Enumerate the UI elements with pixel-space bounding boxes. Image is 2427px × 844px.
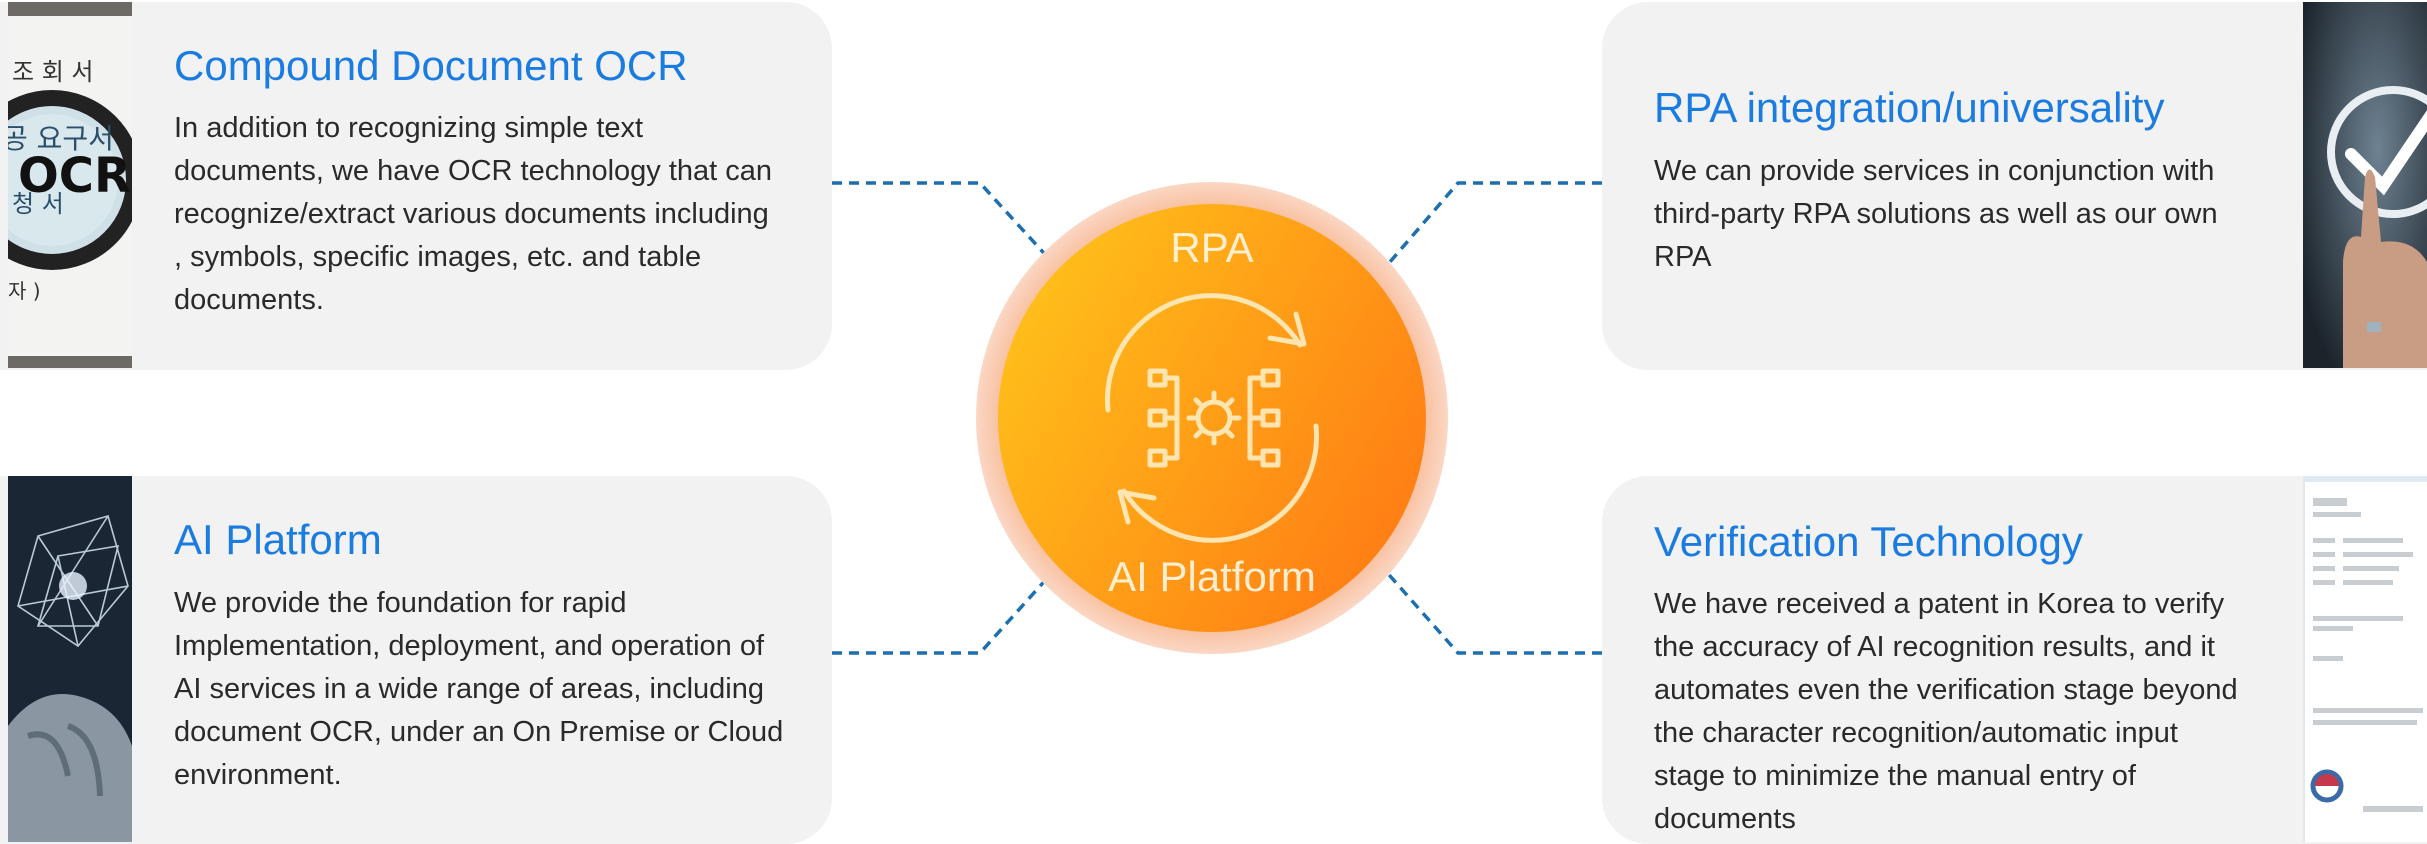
thumb-text-3: OCR [18, 148, 131, 204]
thumb-text-2: 공 요구서 [8, 122, 114, 155]
thumb-text-5: 자 ) [8, 279, 41, 303]
hub-label-bottom: AI Platform [1108, 553, 1316, 600]
card-body: We provide the foundation for rapid Impl… [174, 587, 784, 791]
thumb-text-4: 청 서 [12, 190, 64, 218]
card-rpa-integration: RPA integration/universality We can prov… [1602, 2, 2427, 370]
card-compound-ocr: 조 회 서 공 요구서 OCR 청 서 자 ) Compound Documen… [0, 2, 832, 370]
connector-bottom-right [1381, 566, 1602, 655]
card-body: We have received a patent in Korea to ve… [1654, 588, 2238, 835]
ai-network-hand-icon [8, 476, 132, 844]
patent-document-icon [2303, 476, 2427, 844]
hub-core [998, 204, 1426, 632]
connector-top-right [1381, 181, 1602, 272]
rpa-cycle-gear-icon [1104, 293, 1320, 543]
card-title: RPA integration/universality [1654, 84, 2165, 131]
card-body: We can provide services in conjunction w… [1654, 155, 2218, 273]
card-title: Compound Document OCR [174, 42, 688, 89]
thumb-text-1: 조 회 서 [12, 58, 94, 86]
card-body: In addition to recognizing simple text d… [174, 112, 773, 316]
card-ai-platform: AI Platform We provide the foundation fo… [0, 476, 832, 844]
card-title: AI Platform [174, 516, 382, 563]
card-verification-tech: Verification Technology We have received… [1602, 476, 2427, 844]
ocr-magnifier-icon: 조 회 서 공 요구서 OCR 청 서 자 ) [0, 2, 142, 370]
hub-label-top: RPA [1170, 224, 1254, 271]
finger-checkmark-icon [2303, 2, 2427, 370]
card-title: Verification Technology [1654, 518, 2083, 565]
